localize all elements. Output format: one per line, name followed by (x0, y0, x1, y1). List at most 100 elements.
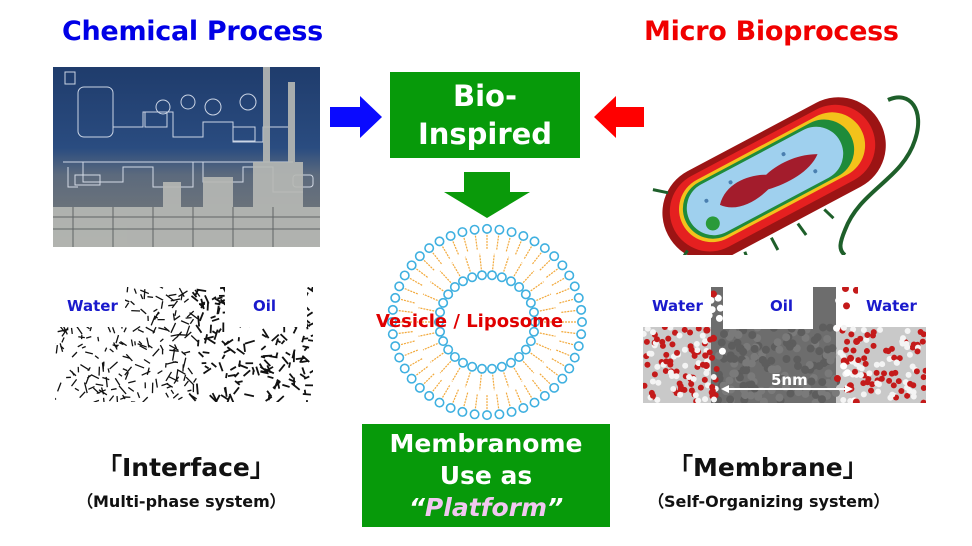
water-molecule (893, 359, 900, 366)
molecule-segment (279, 333, 288, 342)
lipid-head-inner (458, 357, 469, 368)
use-as-line: Use as (439, 460, 533, 490)
molecule-segment (163, 326, 170, 333)
water-molecule (862, 360, 869, 367)
molecule-segment (81, 345, 86, 349)
water-molecule (906, 387, 913, 394)
water-molecule (860, 326, 867, 333)
lipid-head-molecule (708, 389, 716, 397)
oil-molecule (754, 392, 763, 401)
oil-molecule (831, 388, 840, 397)
bacterial-cell-image (640, 70, 930, 278)
oil-molecule (823, 334, 832, 343)
membrane-simulation-image (640, 285, 929, 407)
molecule-segment (183, 380, 189, 387)
lipid-head-inner (449, 282, 460, 293)
molecule-segment (215, 394, 221, 402)
lipid-head-inner (514, 351, 525, 362)
lipid-head-inner (438, 297, 449, 308)
molecule-segment (211, 392, 218, 401)
molecule-segment (70, 327, 73, 335)
lipid-head-outer (506, 406, 517, 417)
molecule-segment (136, 392, 141, 399)
oil-molecule (734, 330, 743, 339)
molecule-segment (71, 351, 78, 358)
membrane-water-left-label: Water (652, 297, 703, 315)
molecule-segment (85, 351, 93, 355)
bio-inspired-box: Bio- Inspired (390, 72, 580, 158)
water-molecule (677, 386, 684, 393)
water-molecule (690, 375, 697, 382)
lipid-head-outer (394, 281, 405, 292)
scale-label: 5nm (771, 371, 808, 389)
molecule-segment (197, 315, 201, 327)
molecule-segment (172, 313, 176, 321)
water-molecule (889, 391, 896, 398)
molecule-segment (243, 343, 246, 353)
water-molecule (673, 373, 680, 380)
oil-molecule (818, 323, 827, 332)
oil-molecule (827, 383, 836, 392)
water-molecule (850, 326, 857, 333)
water-molecule (873, 361, 880, 368)
lipid-head-molecule (709, 334, 717, 342)
water-molecule (861, 355, 868, 362)
micro-bioprocess-heading: Micro Bioprocess (644, 16, 899, 47)
lipid-head-inner (530, 317, 541, 328)
molecule-segment (213, 329, 219, 341)
oil-molecule (725, 376, 734, 385)
molecule-segment (79, 391, 86, 399)
water-molecule (906, 351, 913, 358)
water-molecule (914, 348, 921, 355)
water-molecule (869, 381, 876, 388)
molecule-segment (107, 368, 110, 373)
water-molecule (898, 388, 905, 395)
oil-molecule (801, 389, 810, 398)
molecule-segment (171, 337, 177, 342)
molecule-segment (76, 326, 83, 335)
lipid-head-outer (445, 230, 456, 241)
water-molecule (888, 370, 895, 377)
water-molecule (877, 326, 884, 333)
oil-molecule (810, 336, 819, 345)
lipid-head-inner (435, 307, 446, 318)
lipid-head-molecule (716, 304, 724, 312)
molecule-segment (303, 345, 309, 352)
oil-molecule (726, 354, 735, 363)
water-molecule (904, 392, 911, 399)
oil-molecule (793, 362, 802, 371)
water-molecule (879, 361, 886, 368)
lipid-head-molecule (835, 297, 843, 305)
lipid-head-molecule (702, 361, 710, 369)
oil-molecule (775, 393, 784, 402)
molecule-segment (85, 374, 90, 385)
molecule-segment (301, 355, 310, 363)
close-quote: ” (547, 492, 564, 522)
molecule-segment (288, 378, 296, 383)
molecule-segment (194, 289, 201, 297)
molecule-segment (87, 367, 91, 372)
molecule-segment (300, 360, 308, 364)
molecule-segment (143, 358, 151, 364)
water-molecule (688, 380, 695, 387)
oil-molecule (739, 347, 748, 356)
lipid-head-outer (506, 227, 517, 238)
water-molecule (891, 354, 898, 361)
molecule-segment (74, 387, 80, 392)
molecule-segment (95, 383, 104, 387)
water-molecule (686, 373, 693, 380)
water-molecule (917, 329, 924, 336)
water-molecule (694, 347, 701, 354)
molecule-segment (184, 331, 192, 339)
molecule-segment (153, 311, 160, 320)
water-molecule (651, 371, 658, 378)
water-molecule (687, 343, 694, 350)
oil-molecule (781, 375, 790, 384)
water-molecule (695, 397, 702, 404)
molecule-segment (183, 298, 189, 303)
water-molecule (860, 391, 867, 398)
oil-molecule (782, 355, 791, 364)
oil-molecule (714, 370, 723, 379)
lipid-head-molecule (840, 362, 848, 370)
molecule-segment (229, 366, 237, 371)
